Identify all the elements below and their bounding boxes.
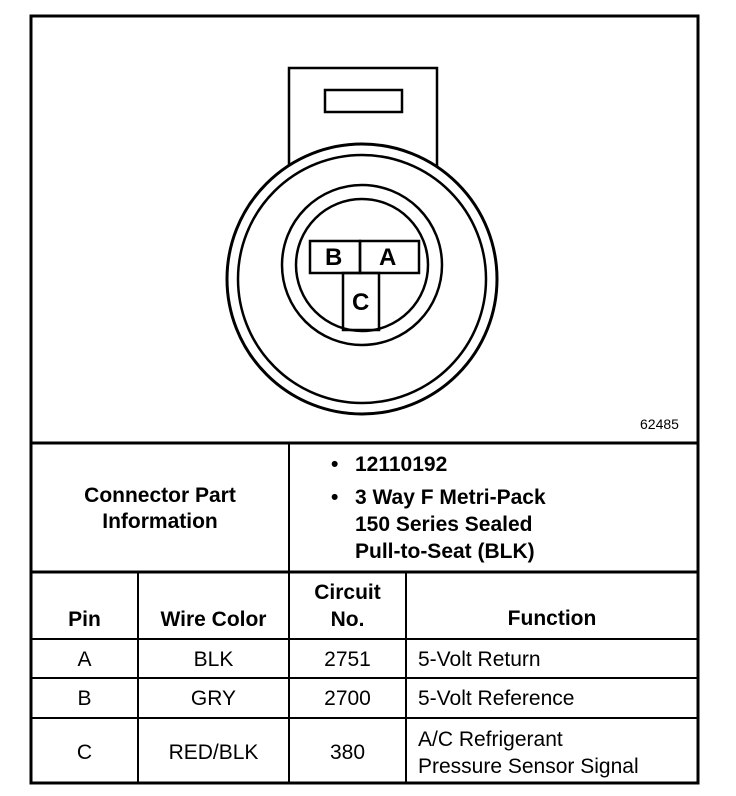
row-a-function: 5-Volt Return	[418, 648, 541, 671]
connector-face-outer	[280, 183, 444, 347]
connector-description-line1: 3 Way F Metri-Pack	[355, 486, 546, 509]
header-circuit-line1: Circuit	[314, 581, 381, 604]
latch-window	[323, 88, 404, 114]
connector-info-label-line2: Information	[102, 510, 218, 533]
connector-description-line2: 150 Series Sealed	[355, 513, 533, 536]
connector-outer-ring	[225, 142, 499, 416]
row-b-function: 5-Volt Reference	[418, 687, 575, 710]
row-b-pin: B	[77, 687, 92, 710]
header-pin: Pin	[68, 608, 101, 631]
row-b-circuit: 2700	[324, 687, 371, 710]
figure-number: 62485	[640, 416, 679, 432]
header-wire-color: Wire Color	[160, 608, 267, 631]
cavity-label-c: C	[352, 289, 370, 316]
row-c-circuit: 380	[329, 741, 366, 764]
row-c-pin: C	[76, 741, 93, 764]
row-a-pin: A	[77, 648, 92, 671]
part-number: 12110192	[355, 453, 448, 476]
connector-latch-tab	[287, 66, 439, 192]
row-c-function-line2: Pressure Sensor Signal	[418, 755, 639, 778]
connector-drawing	[225, 66, 499, 416]
row-c-function-line1: A/C Refrigerant	[418, 728, 563, 751]
connector-description-line3: Pull-to-Seat (BLK)	[355, 540, 535, 563]
info-bullet-2: •	[331, 486, 339, 509]
header-function: Function	[507, 607, 597, 630]
connector-inner-ring	[236, 153, 488, 405]
row-b-wire-color: GRY	[190, 687, 237, 710]
cavity-a-box	[358, 239, 421, 275]
outer-frame	[29, 14, 700, 785]
row-c-wire-color: RED/BLK	[168, 741, 259, 764]
connector-info-label-line1: Connector Part	[84, 484, 236, 507]
header-circuit-line2: No.	[330, 608, 365, 631]
row-a-circuit: 2751	[324, 648, 371, 671]
info-bullet-1: •	[331, 453, 339, 476]
cavity-c-box	[341, 271, 381, 332]
cavity-label-a: A	[379, 244, 397, 271]
cavity-label-b: B	[325, 244, 343, 271]
row-a-wire-color: BLK	[193, 648, 234, 671]
